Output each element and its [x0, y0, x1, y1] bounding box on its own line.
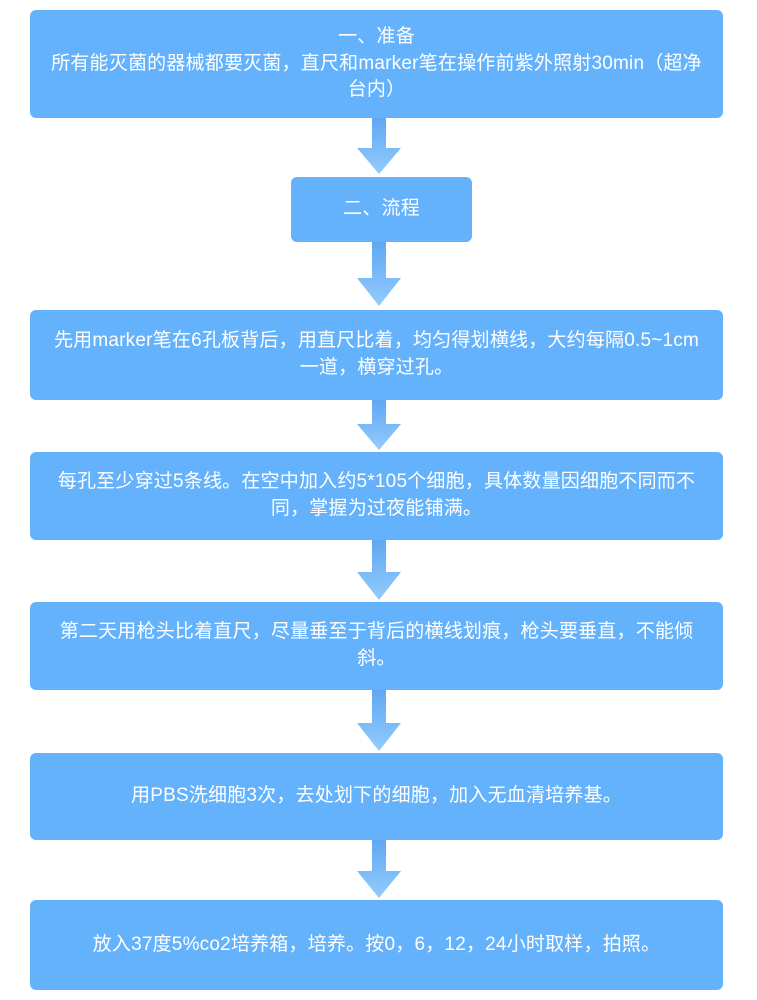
flow-arrow-6-to-7 — [0, 840, 757, 900]
flow-node-text: 二、流程 — [343, 198, 420, 220]
flow-node-text: 每孔至少穿过5条线。在空中加入约5*105个细胞，具体数量因细胞不同而不同，掌握… — [57, 471, 696, 519]
down-arrow-icon — [356, 400, 401, 450]
flow-arrow-1-to-2 — [0, 118, 757, 177]
flow-node-text: 用PBS洗细胞3次，去处划下的细胞，加入无血清培养基。 — [131, 785, 622, 807]
flow-arrow-3-to-4 — [0, 400, 757, 452]
down-arrow-icon — [356, 840, 401, 898]
flow-node-step-draw-lines[interactable]: 先用marker笔在6孔板背后，用直尺比着，均匀得划横线，大约每隔0.5~1cm… — [30, 310, 723, 400]
down-arrow-icon — [356, 118, 401, 174]
down-arrow-icon — [356, 540, 401, 600]
flow-node-step-seed-cells[interactable]: 每孔至少穿过5条线。在空中加入约5*105个细胞，具体数量因细胞不同而不同，掌握… — [30, 452, 723, 540]
flow-node-text: 第二天用枪头比着直尺，尽量垂至于背后的横线划痕，枪头要垂直，不能倾斜。 — [59, 621, 694, 669]
flow-arrow-2-to-3 — [0, 242, 757, 310]
flow-node-text: 先用marker笔在6孔板背后，用直尺比着，均匀得划横线，大约每隔0.5~1cm… — [53, 330, 700, 378]
flow-node-step-scratch[interactable]: 第二天用枪头比着直尺，尽量垂至于背后的横线划痕，枪头要垂直，不能倾斜。 — [30, 602, 723, 690]
flow-node-text: 一、准备 所有能灭菌的器械都要灭菌，直尺和marker笔在操作前紫外照射30mi… — [51, 25, 702, 101]
flow-node-step-incubate-image[interactable]: 放入37度5%co2培养箱，培养。按0，6，12，24小时取样，拍照。 — [30, 900, 723, 990]
flow-node-text: 放入37度5%co2培养箱，培养。按0，6，12，24小时取样，拍照。 — [92, 933, 661, 955]
flow-node-procedure-header[interactable]: 二、流程 — [291, 177, 472, 242]
flow-node-step-wash-pbs[interactable]: 用PBS洗细胞3次，去处划下的细胞，加入无血清培养基。 — [30, 753, 723, 840]
flow-arrow-5-to-6 — [0, 690, 757, 753]
flow-node-preparation-step[interactable]: 一、准备 所有能灭菌的器械都要灭菌，直尺和marker笔在操作前紫外照射30mi… — [30, 10, 723, 118]
down-arrow-icon — [356, 242, 401, 306]
down-arrow-icon — [356, 690, 401, 751]
flow-arrow-4-to-5 — [0, 540, 757, 602]
